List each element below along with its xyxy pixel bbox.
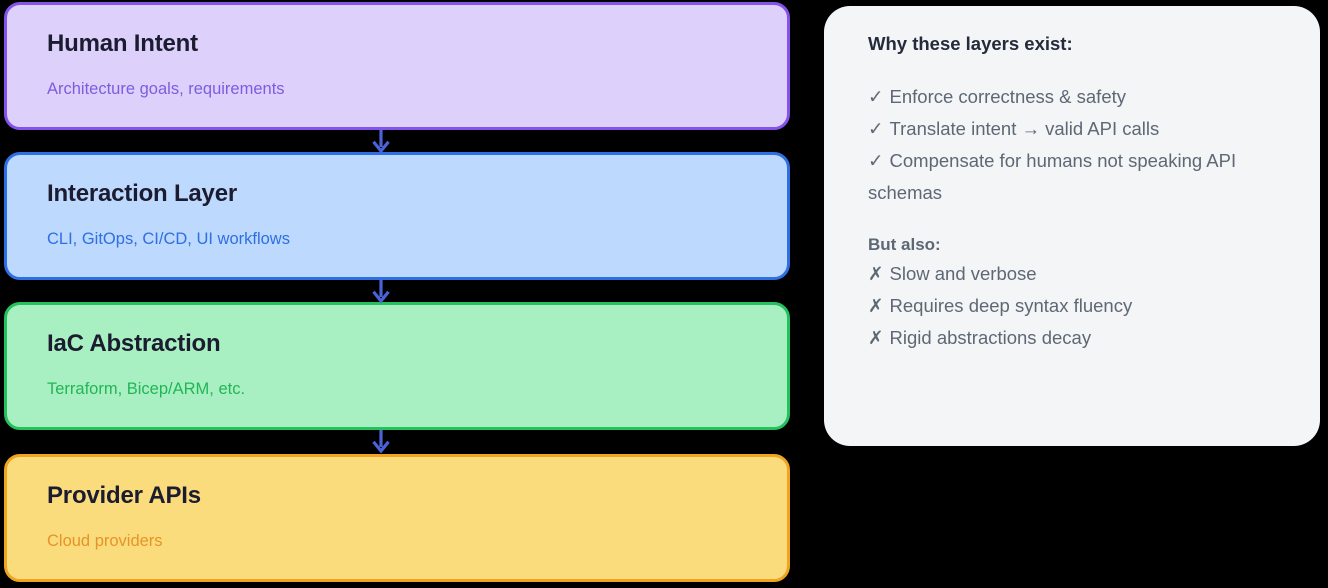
down-arrow-icon — [370, 130, 392, 154]
info-panel-subheading: But also: — [868, 235, 941, 255]
list-item-label: Rigid abstractions decay — [889, 327, 1092, 349]
check-icon: ✓ — [868, 149, 884, 171]
check-icon: ✓ — [868, 86, 884, 108]
cross-icon: ✗ — [868, 295, 884, 317]
list-item: ✓Compensate for humans not speaking API … — [868, 145, 1290, 209]
list-item: ✗Slow and verbose — [868, 258, 1290, 290]
cross-icon: ✗ — [868, 327, 884, 349]
info-panel: Why these layers exist: ✓Enforce correct… — [824, 6, 1320, 446]
down-arrow-icon — [370, 280, 392, 304]
layer-title: Interaction Layer — [47, 180, 237, 207]
layer-subtitle: Architecture goals, requirements — [47, 80, 285, 99]
list-item: ✓Enforce correctness & safety — [868, 81, 1290, 113]
list-item-label: Slow and verbose — [889, 263, 1037, 285]
layer-card-interaction-layer[interactable]: Interaction Layer CLI, GitOps, CI/CD, UI… — [4, 152, 790, 280]
layer-card-provider-apis[interactable]: Provider APIs Cloud providers — [4, 454, 790, 582]
layer-subtitle: CLI, GitOps, CI/CD, UI workflows — [47, 230, 290, 249]
list-item-label: Compensate for humans not speaking API s… — [868, 149, 1237, 203]
list-item: ✓Translate intent → valid API calls — [868, 113, 1290, 145]
cross-icon: ✗ — [868, 263, 884, 285]
drawbacks-list: ✗Slow and verbose ✗Requires deep syntax … — [868, 258, 1290, 353]
list-item: ✗Requires deep syntax fluency — [868, 290, 1290, 322]
layer-title: Provider APIs — [47, 482, 201, 509]
layer-subtitle: Cloud providers — [47, 532, 163, 551]
check-icon: ✓ — [868, 117, 884, 139]
layer-subtitle: Terraform, Bicep/ARM, etc. — [47, 380, 246, 399]
down-arrow-icon — [370, 430, 392, 454]
layer-title: IaC Abstraction — [47, 330, 221, 357]
info-panel-heading: Why these layers exist: — [868, 33, 1073, 54]
list-item: ✗Rigid abstractions decay — [868, 322, 1290, 354]
layer-card-human-intent[interactable]: Human Intent Architecture goals, require… — [4, 2, 790, 130]
benefits-list: ✓Enforce correctness & safety ✓Translate… — [868, 81, 1290, 208]
list-item-label: Requires deep syntax fluency — [889, 295, 1133, 317]
layer-card-iac-abstraction[interactable]: IaC Abstraction Terraform, Bicep/ARM, et… — [4, 302, 790, 430]
list-item-label: Translate intent → valid API calls — [889, 117, 1160, 139]
list-item-label: Enforce correctness & safety — [889, 86, 1127, 108]
layer-title: Human Intent — [47, 30, 198, 57]
